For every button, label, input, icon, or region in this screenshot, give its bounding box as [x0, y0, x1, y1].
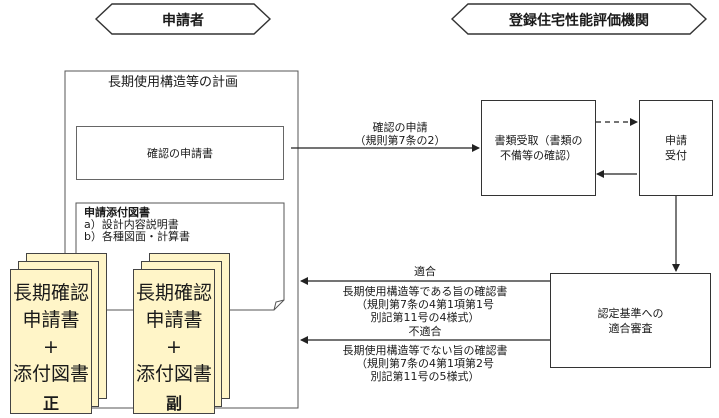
sheet-mark-original: 正 [42, 394, 59, 413]
sheet-line: 長期確認 [12, 282, 89, 304]
sheet-line: + [166, 336, 182, 358]
receipt-line: 書類受取（書類の [494, 134, 583, 147]
agency-header-shape [450, 3, 708, 35]
accept-line: 申請 [665, 134, 687, 147]
review-box: 認定基準への 適合審査 [550, 273, 711, 368]
applicant-header-shape [94, 3, 272, 35]
sheet-line: 申請書 [145, 309, 203, 331]
receipt-box: 書類受取（書類の 不備等の確認） [481, 100, 596, 196]
nonconform-detail-line: 長期使用構造等でない旨の確認書 [342, 344, 508, 357]
conform-detail: 長期使用構造等である旨の確認書 （規則第7条の4第1項第1号 別記第11号の4様… [310, 285, 540, 324]
nonconform-detail-line: 別記第11号の5様式） [370, 370, 480, 383]
request-label-line: 確認の申請 [372, 121, 428, 134]
review-line: 認定基準への [597, 306, 664, 320]
conform-detail-line: 長期使用構造等である旨の確認書 [342, 285, 508, 298]
sheet-original: 長期確認 申請書 + 添付図書 正 [10, 269, 92, 414]
sheet-line: 添付図書 [135, 363, 212, 385]
applicant-header: 申請者 [162, 13, 204, 29]
nonconform-title: 不適合 [408, 325, 442, 338]
application-doc-label: 確認の申請書 [147, 147, 213, 160]
conform-detail-line: （規則第7条の4第1項第1号 [356, 298, 494, 311]
request-label-line: （規則第7条の2） [354, 134, 446, 147]
attached-item: b）各種図面・計算書 [84, 230, 190, 243]
conform-detail-line: 別記第11号の4様式） [370, 311, 480, 324]
attached-docs-title: 申請添付図書 [84, 206, 150, 219]
application-doc-box: 確認の申請書 [76, 126, 284, 180]
request-label: 確認の申請 （規則第7条の2） [340, 121, 460, 147]
sheet-mark-copy: 副 [165, 394, 182, 413]
sheet-line: 長期確認 [135, 282, 212, 304]
review-line: 適合審査 [608, 321, 653, 335]
sheet-line: 添付図書 [12, 363, 89, 385]
nonconform-detail-line: （規則第7条の4第1項第2号 [356, 357, 494, 370]
sheet-line: + [43, 336, 59, 358]
plan-title: 長期使用構造等の計画 [108, 75, 239, 90]
attached-docs: 申請添付図書 a）設計内容説明書 b）各種図面・計算書 [84, 207, 190, 243]
receipt-line: 不備等の確認） [500, 149, 577, 162]
nonconform-detail: 長期使用構造等でない旨の確認書 （規則第7条の4第1項第2号 別記第11号の5様… [310, 344, 540, 383]
attached-item: a）設計内容説明書 [84, 218, 179, 231]
sheet-copy: 長期確認 申請書 + 添付図書 副 [133, 269, 215, 414]
conform-title: 適合 [414, 265, 436, 278]
agency-header: 登録住宅性能評価機関 [509, 13, 649, 29]
accept-line: 受付 [665, 149, 687, 162]
sheet-line: 申請書 [22, 309, 80, 331]
accept-box: 申請 受付 [639, 100, 713, 196]
